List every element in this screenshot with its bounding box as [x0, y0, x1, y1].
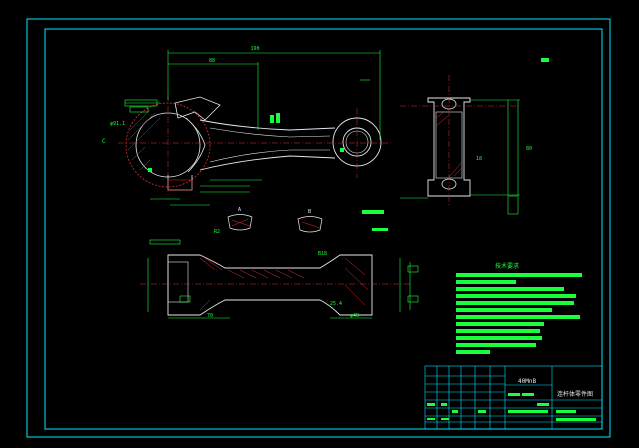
side-view-dimensions — [400, 99, 520, 215]
outer-border — [26, 18, 611, 438]
bottom-view-dimensions — [147, 239, 419, 319]
tech-requirements — [456, 273, 582, 354]
roughness-symbol — [541, 58, 549, 62]
dim-overall-length: 190 — [250, 46, 259, 52]
title-block-fill — [427, 393, 596, 421]
dim-70: 70 — [207, 313, 213, 319]
main-view-markers — [148, 113, 344, 172]
dim-center-span: 88 — [209, 58, 215, 64]
dim-small-r: R2 — [214, 229, 220, 235]
bottom-view-rod — [140, 254, 410, 316]
dim-bottom-a: 25.4 — [330, 301, 342, 307]
section-label-b: B — [308, 209, 311, 215]
drawing-name-label: 连杆体零件图 — [557, 390, 593, 398]
side-view — [400, 75, 520, 205]
main-view-rod — [118, 95, 392, 195]
dim-b18: B18 — [318, 251, 327, 257]
main-view-dimensions — [124, 50, 381, 206]
inner-border — [44, 28, 603, 430]
tech-requirements-heading: 技术要求 — [495, 262, 519, 270]
title-block — [424, 365, 603, 430]
section-label-c: C — [102, 138, 106, 145]
material-label: 40MnB — [518, 378, 536, 385]
section-profiles — [227, 210, 388, 233]
dim-phi-left: φ91.1 — [110, 121, 125, 127]
section-label-a: A — [238, 207, 241, 213]
dim-side-80: 80 — [526, 146, 532, 152]
dim-side-18: 18 — [476, 156, 482, 162]
dim-phi40: φ40 — [350, 313, 359, 319]
